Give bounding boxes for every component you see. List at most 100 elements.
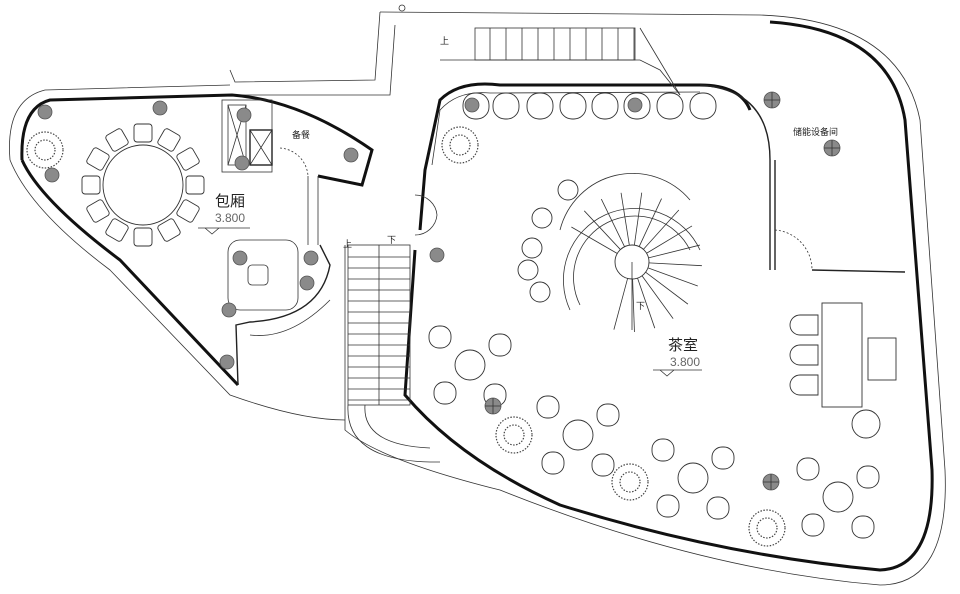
bar-stool bbox=[529, 281, 551, 303]
plant bbox=[503, 424, 525, 446]
plant bbox=[756, 517, 778, 539]
stair-tread bbox=[637, 277, 656, 329]
plant bbox=[26, 131, 64, 169]
spiral-stair bbox=[559, 173, 702, 332]
stair-tread bbox=[613, 278, 628, 330]
tea-table bbox=[677, 462, 709, 494]
chair bbox=[656, 92, 684, 120]
stair-tread bbox=[571, 226, 618, 254]
tea-table bbox=[562, 419, 594, 451]
chair bbox=[856, 465, 880, 489]
chair bbox=[105, 128, 129, 152]
stair-tread bbox=[638, 198, 662, 247]
bar-stool bbox=[521, 237, 543, 259]
column bbox=[236, 107, 252, 123]
tea-room-elevation: 3.800 bbox=[670, 355, 700, 369]
stair-tread bbox=[600, 198, 625, 247]
column bbox=[429, 247, 445, 263]
chair bbox=[488, 333, 512, 357]
chair bbox=[81, 175, 101, 195]
main-stair bbox=[347, 244, 440, 463]
chair bbox=[591, 453, 615, 477]
chair bbox=[157, 218, 181, 242]
tea-table-set bbox=[651, 438, 735, 520]
plant bbox=[495, 416, 533, 454]
stair-tread bbox=[632, 278, 635, 332]
private-room-walls bbox=[9, 84, 374, 421]
plant bbox=[611, 463, 649, 501]
chair bbox=[711, 446, 735, 470]
chair bbox=[133, 227, 153, 247]
stair-tread bbox=[641, 275, 674, 319]
plant bbox=[619, 471, 641, 493]
stair-tread bbox=[646, 225, 693, 254]
column bbox=[152, 100, 168, 116]
stair-tread bbox=[620, 192, 630, 246]
stair-tread bbox=[645, 271, 689, 305]
column bbox=[221, 302, 237, 318]
storage-room-label: 储能设备间 bbox=[793, 126, 838, 138]
chair bbox=[157, 128, 181, 152]
chair bbox=[105, 218, 129, 242]
column-cross bbox=[485, 398, 501, 414]
chair bbox=[596, 403, 620, 427]
tea-table bbox=[822, 481, 854, 513]
chair bbox=[526, 92, 554, 120]
stair-tread bbox=[583, 210, 621, 250]
chair bbox=[801, 513, 825, 537]
column bbox=[232, 250, 248, 266]
chair bbox=[651, 438, 675, 462]
plant bbox=[748, 509, 786, 547]
chair bbox=[133, 123, 153, 143]
bar-counter bbox=[789, 302, 897, 408]
chair bbox=[185, 175, 205, 195]
tea-table-set bbox=[536, 395, 620, 477]
chair bbox=[559, 92, 587, 120]
pantry-label: 备餐 bbox=[292, 129, 310, 141]
banquet-table bbox=[81, 123, 205, 247]
plant bbox=[449, 134, 471, 156]
column-cross bbox=[764, 92, 780, 108]
column bbox=[299, 275, 315, 291]
chair bbox=[86, 199, 110, 223]
tea-room-label: 茶室 bbox=[668, 336, 698, 354]
private-room-label: 包厢 bbox=[215, 192, 245, 210]
column bbox=[234, 155, 250, 171]
column-cross bbox=[763, 474, 779, 490]
column-cross bbox=[824, 140, 840, 156]
column bbox=[37, 104, 53, 120]
tea-table-set bbox=[796, 457, 880, 539]
chair bbox=[689, 92, 717, 120]
stair-tread bbox=[633, 192, 643, 246]
plant bbox=[34, 139, 56, 161]
stair-tread bbox=[643, 209, 680, 250]
chair bbox=[433, 381, 457, 405]
chair bbox=[541, 451, 565, 475]
column bbox=[343, 147, 359, 163]
elevation-marker bbox=[198, 227, 250, 235]
chair bbox=[176, 199, 200, 223]
chair bbox=[796, 457, 820, 481]
plant bbox=[441, 126, 479, 164]
tea-table-set bbox=[428, 325, 512, 407]
chair bbox=[176, 147, 200, 171]
stair-tread bbox=[647, 267, 698, 287]
chair bbox=[706, 496, 730, 520]
column bbox=[464, 97, 480, 113]
site-boundary bbox=[229, 4, 761, 96]
top-stair bbox=[474, 27, 636, 61]
bar-stool bbox=[531, 207, 553, 229]
elevation-marker bbox=[653, 369, 702, 377]
chair bbox=[851, 515, 875, 539]
chair bbox=[536, 395, 560, 419]
stair-tread bbox=[648, 262, 702, 267]
stair-up-top-label: 上 bbox=[440, 36, 449, 47]
stair-down-label: 下 bbox=[387, 236, 396, 246]
column bbox=[627, 97, 643, 113]
column bbox=[303, 250, 319, 266]
bar-stool bbox=[517, 259, 539, 281]
chair bbox=[591, 92, 619, 120]
column bbox=[44, 167, 60, 183]
spiral-stair-down-label: 下 bbox=[636, 302, 645, 312]
